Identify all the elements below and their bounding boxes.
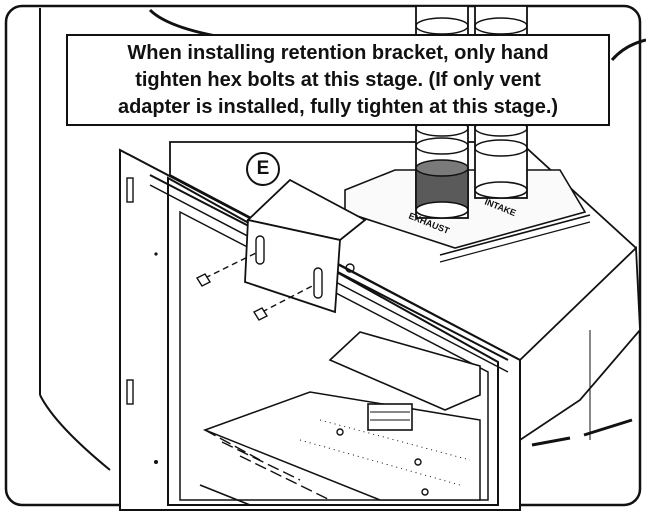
flex-pipe-arc-right	[610, 38, 646, 61]
left-post-slot-2	[126, 379, 134, 405]
burner-pin	[336, 428, 344, 436]
bottom-louvers	[204, 429, 331, 501]
bracket-slot-left	[255, 235, 265, 265]
retention-bracket	[244, 178, 367, 314]
plate-rail-2	[439, 221, 591, 263]
left-post-hole-2	[154, 460, 158, 464]
caption-line-1: When installing retention bracket, only …	[127, 41, 549, 64]
part-callout-e: E	[246, 152, 280, 186]
instruction-caption: When installing retention bracket, only …	[66, 34, 610, 126]
caption-line-3: adapter is installed, fully tighten at t…	[117, 95, 559, 118]
burner-ember-dots	[319, 419, 471, 461]
plate-rail	[439, 214, 591, 256]
left-wall-curve	[39, 394, 111, 471]
bracket-slot-right	[313, 267, 323, 299]
burner-pin-3	[421, 488, 429, 496]
hex-bolt-upper	[195, 251, 259, 287]
hex-bolt-lower	[252, 284, 315, 321]
caption-line-2: tighten hex bolts at this stage. (If onl…	[135, 68, 541, 91]
bottom-rail	[199, 484, 251, 506]
firebox-inner-frame	[167, 176, 499, 506]
right-wall-dashes	[531, 418, 633, 447]
burner-pin-2	[414, 458, 422, 466]
control-module	[367, 403, 413, 431]
left-post-slot	[126, 177, 134, 203]
frame-screw	[345, 263, 355, 273]
left-post-hole	[154, 252, 158, 256]
burner-top-plate	[328, 331, 481, 411]
